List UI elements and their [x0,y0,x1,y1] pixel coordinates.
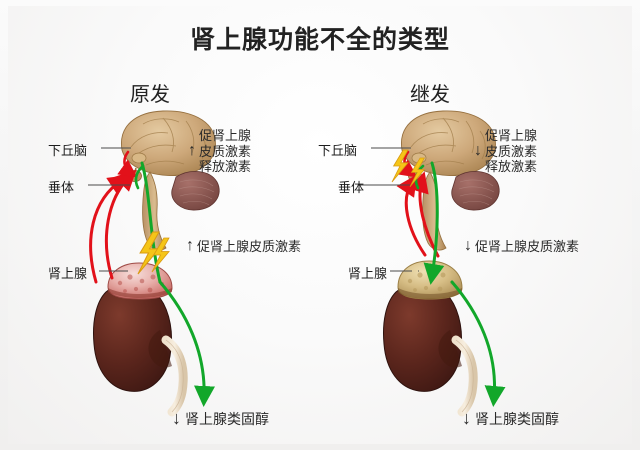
kidney-illustration-secondary [383,260,478,417]
acth-annotation-primary: ↑ 促肾上腺皮质激素 [186,236,301,255]
crh-trend-marker-primary: ↑ [188,142,196,160]
crh-line-1-primary: 促肾上腺 [199,128,252,143]
steroid-trend-marker-secondary: ↓ [462,408,471,428]
crh-annotation-secondary: ↓ 促肾上腺 皮质激素 释放激素 [474,128,537,175]
panel-subtitle-secondary: 继发 [410,84,450,106]
crh-line-3-secondary: 释放激素 [485,159,538,174]
steroid-label-secondary: 肾上腺类固醇 [475,410,559,427]
label-pituitary-primary: 垂体 [48,180,75,195]
steroid-annotation-primary: ↓ 肾上腺类固醇 [172,408,269,429]
label-pituitary-secondary: 垂体 [338,180,365,195]
crh-line-2-secondary: 皮质激素 [485,143,538,159]
brain-illustration-secondary [401,110,500,251]
label-leader-lines [88,147,419,272]
crh-annotation-primary: ↑ 促肾上腺 皮质激素 释放激素 [188,128,251,175]
lightning-bolt-icon-primary [137,231,161,275]
label-hypothalamus-primary: 下丘脑 [48,143,88,158]
label-adrenal-primary: 肾上腺 [48,266,88,281]
crh-line-2-primary: 皮质激素 [199,143,252,159]
crh-trend-marker-secondary: ↓ [474,142,482,160]
lightning-bolt-icon-primary-b [151,237,170,273]
label-adrenal-secondary: 肾上腺 [348,266,388,281]
kidney-illustration-primary [93,262,188,417]
acth-trend-marker-primary: ↑ [186,236,194,254]
crh-line-3-primary: 释放激素 [199,159,252,174]
acth-label-secondary: 促肾上腺皮质激素 [475,239,580,254]
panel-subtitle-primary: 原发 [130,84,170,106]
crh-line-1-secondary: 促肾上腺 [485,128,538,143]
acth-label-primary: 促肾上腺皮质激素 [197,239,302,254]
label-hypothalamus-secondary: 下丘脑 [318,143,358,158]
acth-trend-marker-secondary: ↓ [464,236,472,254]
steroid-annotation-secondary: ↓ 肾上腺类固醇 [462,408,559,429]
steroid-label-primary: 肾上腺类固醇 [185,410,269,427]
acth-annotation-secondary: ↓ 促肾上腺皮质激素 [464,236,579,255]
hormone-arrows-primary [89,150,216,407]
lightning-bolt-icon-secondary-b [409,157,426,188]
lightning-bolt-icon-secondary [391,149,409,183]
steroid-trend-marker-primary: ↓ [172,408,181,428]
page-title: 肾上腺功能不全的类型 [189,26,450,54]
